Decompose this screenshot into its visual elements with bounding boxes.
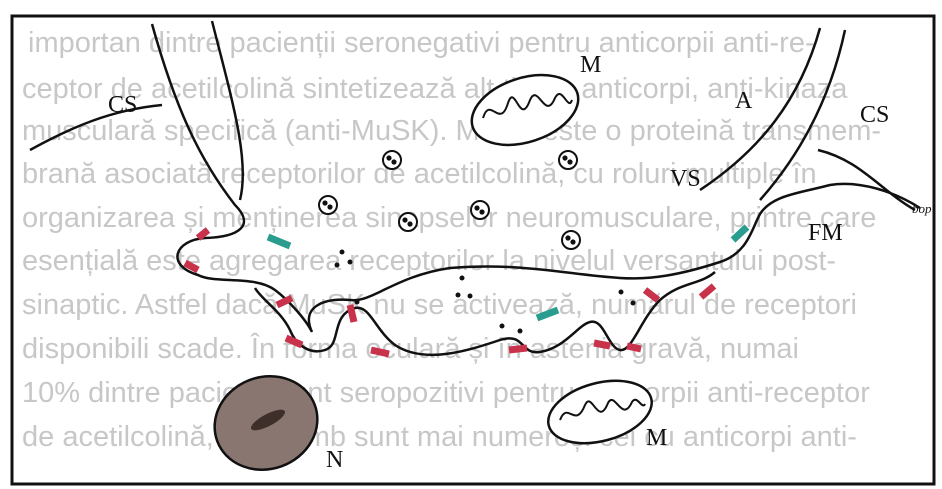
background-text-line: 10% dintre pacienți sunt seropozitivi pe…: [22, 377, 870, 409]
vesicle: [562, 231, 580, 249]
label-a: A: [735, 88, 753, 114]
label-m-bottom: M: [646, 425, 667, 451]
schwann-cell-right: [818, 150, 915, 210]
vesicle: [319, 196, 337, 214]
background-text-line: sinaptic. Astfel dacă MuSK nu se activea…: [22, 289, 857, 321]
background-text-line: disponibili scade. În forma oculară și î…: [22, 332, 799, 365]
receptor-mark: [371, 350, 389, 354]
receptor-mark: [350, 305, 354, 322]
label-n: N: [326, 447, 343, 473]
receptor-mark: [627, 346, 641, 349]
background-text-line: importan dintre pacienții seronegativi p…: [28, 27, 815, 59]
label-vs: VS: [670, 166, 701, 192]
vesicle: [383, 151, 401, 169]
vesicle: [559, 151, 577, 169]
label-m-top: M: [580, 52, 601, 78]
background-text-line: ceptor de acetilcolină sintetizează alt …: [22, 73, 848, 105]
label-bop: bop: [912, 201, 932, 216]
vesicle: [471, 201, 489, 219]
receptor-mark: [509, 348, 527, 350]
label-cs-left: CS: [108, 92, 137, 118]
receptor-mark: [594, 343, 610, 346]
label-fm: FM: [808, 220, 843, 246]
background-text-line: musculară specifică (anti-MuSK). MuSK es…: [22, 115, 881, 147]
vesicle: [399, 213, 417, 231]
background-text-line: de acetilcolină, în schimb sunt mai nume…: [22, 421, 857, 453]
label-cs-right: CS: [860, 102, 889, 128]
